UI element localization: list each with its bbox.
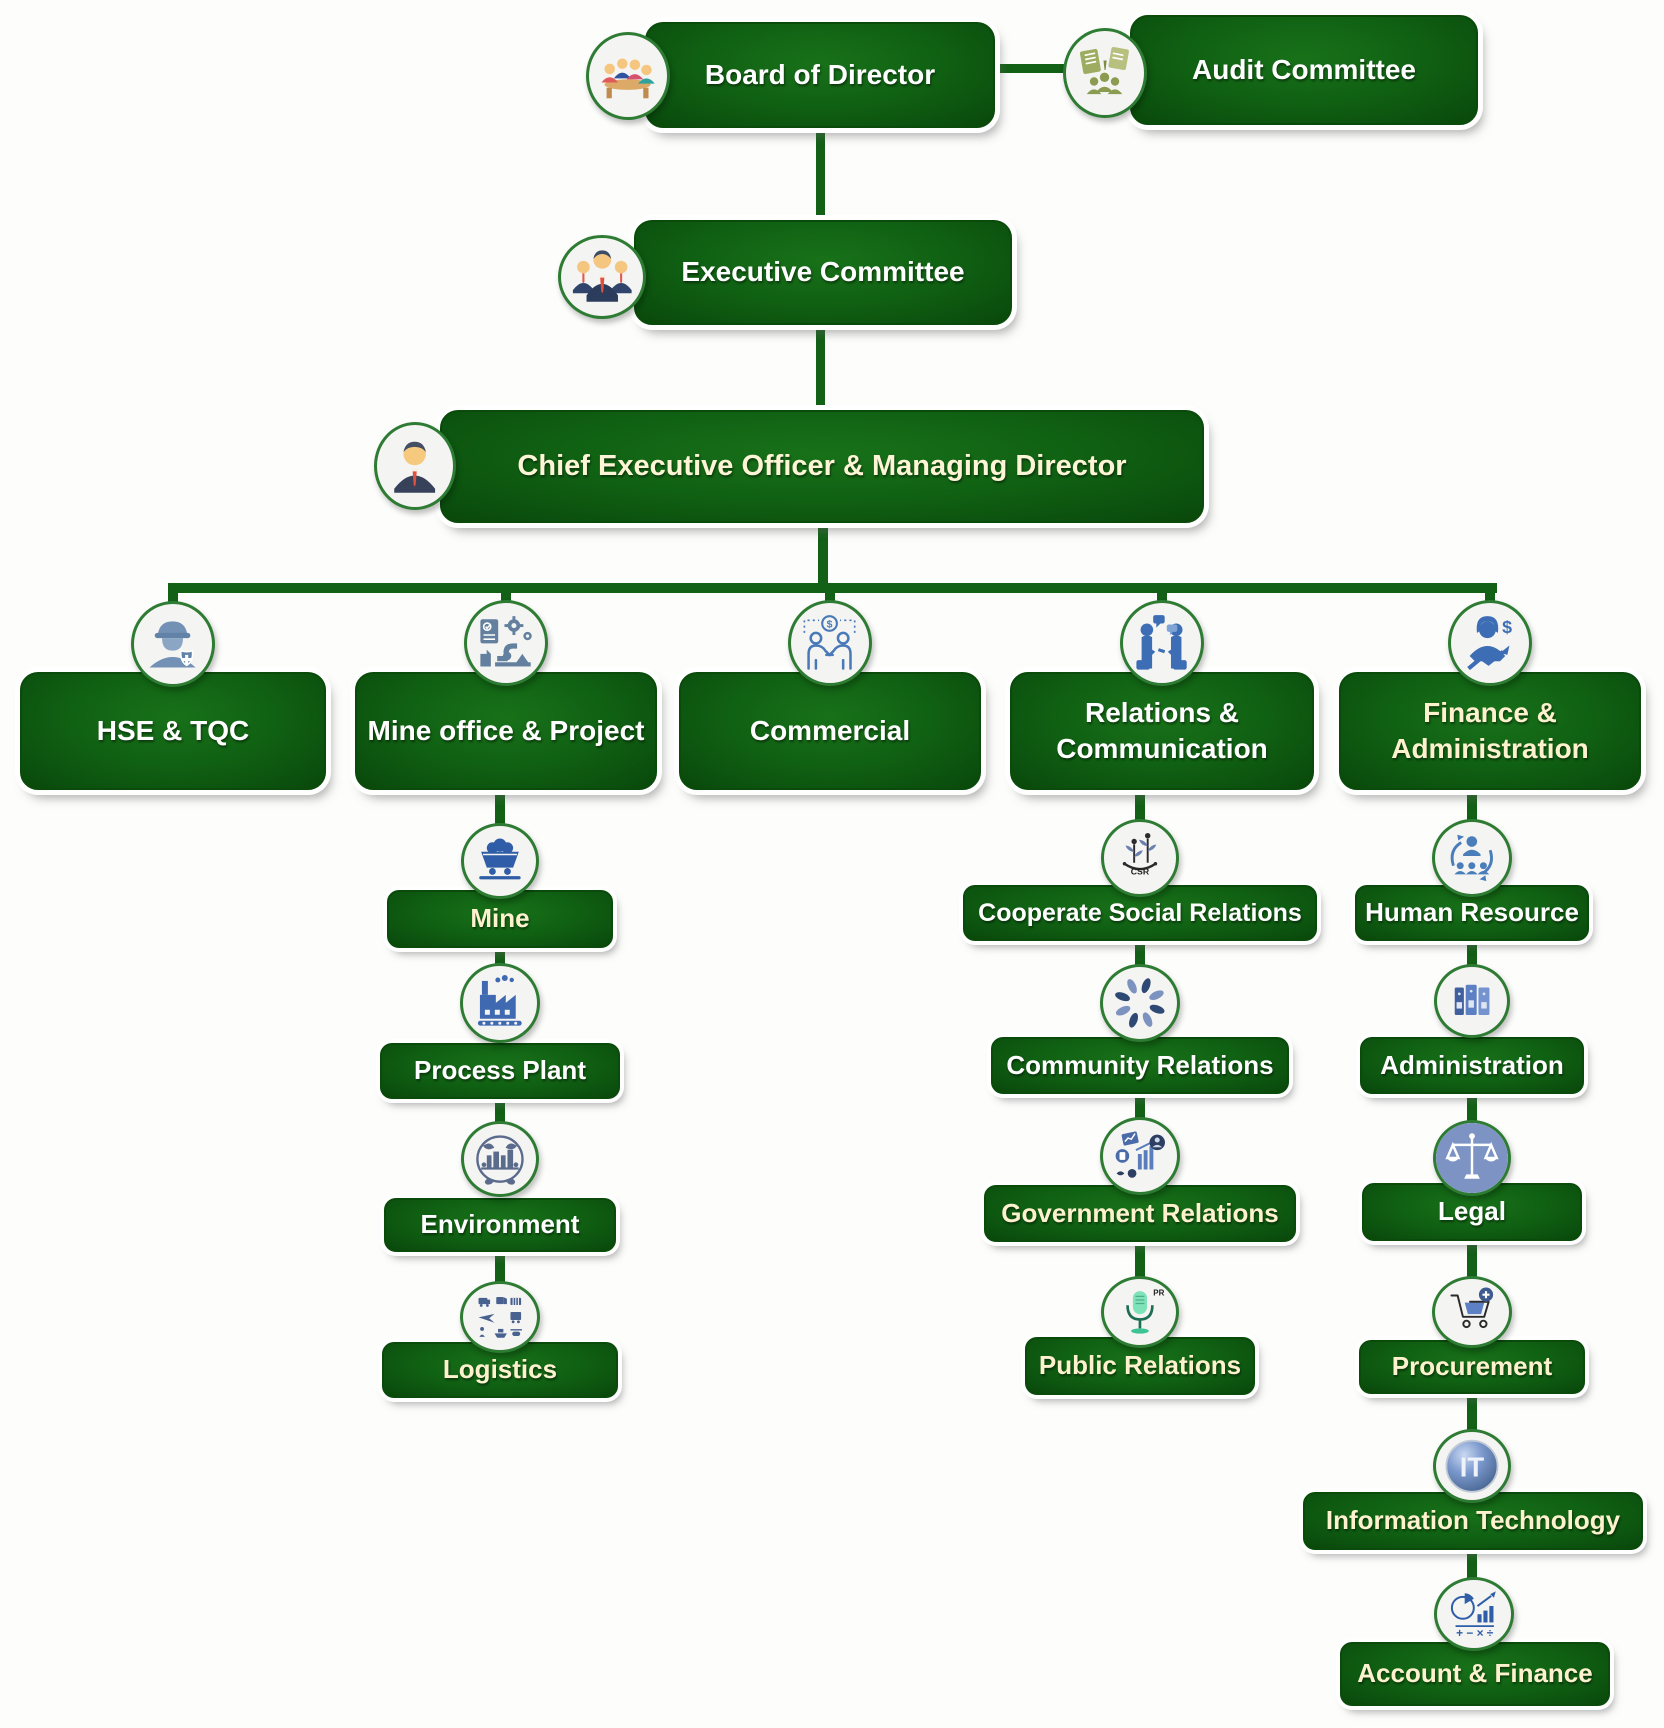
node-relations-communication: Relations & Communication [1010,672,1314,790]
node-finance-administration: Finance & Administration [1339,672,1641,790]
node-cooperate-social-relations: Cooperate Social Relations [963,885,1317,941]
node-procurement: Procurement [1359,1340,1585,1394]
connector-board-exec [816,126,825,224]
node-executive-committee: Executive Committee [634,220,1012,325]
hr-cycle-icon [1432,819,1512,897]
node-label: Community Relations [1006,1049,1274,1080]
node-label: Logistics [442,1354,558,1385]
eco-city-icon [461,1121,539,1197]
connector-exec-ceo [816,323,825,415]
node-public-relations: Public Relations [1025,1337,1255,1395]
node-label: Environment [420,1209,580,1240]
node-label: Audit Committee [1192,53,1416,85]
node-label: Commercial [749,714,911,746]
logistics-icon [460,1281,540,1353]
audit-icon [1063,28,1147,118]
node-process-plant: Process Plant [380,1043,620,1099]
factory-icon [460,963,540,1043]
node-label: Public Relations [1038,1350,1242,1381]
svg-text:PR: PR [1153,1288,1164,1297]
deal-icon: $ [788,600,872,686]
government-relations-icon [1100,1117,1180,1195]
node-board-of-director: Board of Director [645,22,995,128]
hands-circle-icon [1100,964,1180,1042]
communication-icon [1120,600,1204,686]
svg-text:CSR: CSR [1131,866,1150,876]
connector-stub-finance [1485,591,1495,605]
node-label: Administration [1380,1049,1564,1080]
node-ceo-managing-director: Chief Executive Officer & Managing Direc… [440,410,1204,523]
svg-text:IT: IT [1460,1451,1485,1482]
node-label: Mine office & Project [367,714,645,746]
node-label: Chief Executive Officer & Managing Direc… [517,449,1127,482]
connector-stub-mine-office [501,591,511,605]
node-label: Cooperate Social Relations [978,898,1302,927]
node-administration: Administration [1360,1037,1584,1094]
svg-text:$: $ [1503,617,1513,637]
node-label: Government Relations [1001,1197,1279,1228]
node-label: Relations & Communication [1056,696,1268,764]
safety-worker-icon [131,601,215,687]
node-label: Finance & Administration [1391,696,1589,764]
node-label: Information Technology [1325,1505,1621,1536]
binders-icon [1434,964,1510,1038]
node-label: Human Resource [1365,897,1579,928]
it-sphere-icon: IT [1433,1429,1511,1503]
node-label: Mine [470,903,530,934]
connector-ceo-rail [818,521,828,587]
node-environment: Environment [384,1198,616,1252]
node-commercial: Commercial [679,672,981,790]
calc-charts-icon: + − × ÷ [1434,1577,1514,1651]
node-account-finance: Account & Finance [1340,1642,1610,1706]
automation-icon [464,600,548,686]
node-label: Procurement [1391,1351,1553,1382]
node-label: Legal [1438,1196,1506,1227]
executives-icon [558,235,646,319]
legal-scales-icon [1433,1120,1511,1196]
svg-text:$: $ [827,619,833,630]
node-audit-committee: Audit Committee [1130,15,1478,125]
node-mine: Mine [387,890,613,948]
node-label: Executive Committee [681,256,965,288]
node-label: Account & Finance [1357,1658,1593,1689]
connector-rail [168,583,1497,593]
connector-stub-relations [1157,591,1167,605]
node-logistics: Logistics [382,1342,618,1398]
connector-board-audit [995,64,1065,73]
connector-stub-hse [168,591,178,605]
svg-text:+ − × ÷: + − × ÷ [1456,1626,1494,1640]
pr-microphone-icon: PR [1101,1276,1179,1348]
connector-stub-commercial [825,591,835,605]
node-label: Board of Director [704,58,936,90]
mine-cart-icon [461,823,539,899]
node-community-relations: Community Relations [991,1037,1289,1094]
node-mine-office-project: Mine office & Project [355,672,657,790]
finance-woman-icon: $ [1448,600,1532,686]
cart-plus-icon [1432,1276,1512,1348]
csr-plant-icon: CSR [1101,819,1179,897]
node-label: Process Plant [414,1055,586,1086]
meeting-icon [586,32,670,120]
node-hse-tqc: HSE & TQC [20,672,326,790]
ceo-avatar-icon [374,422,456,510]
node-label: HSE & TQC [96,714,250,746]
